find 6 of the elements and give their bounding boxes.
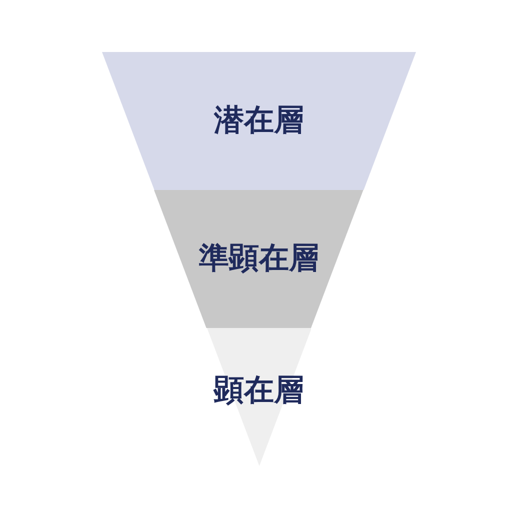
layer-label: 準顕在層 xyxy=(198,241,319,277)
funnel-band xyxy=(206,328,312,466)
layer-label: 顕在層 xyxy=(214,373,304,409)
funnel-band xyxy=(102,52,416,190)
layer-label: 潜在層 xyxy=(214,103,304,139)
funnel-band xyxy=(154,190,364,328)
